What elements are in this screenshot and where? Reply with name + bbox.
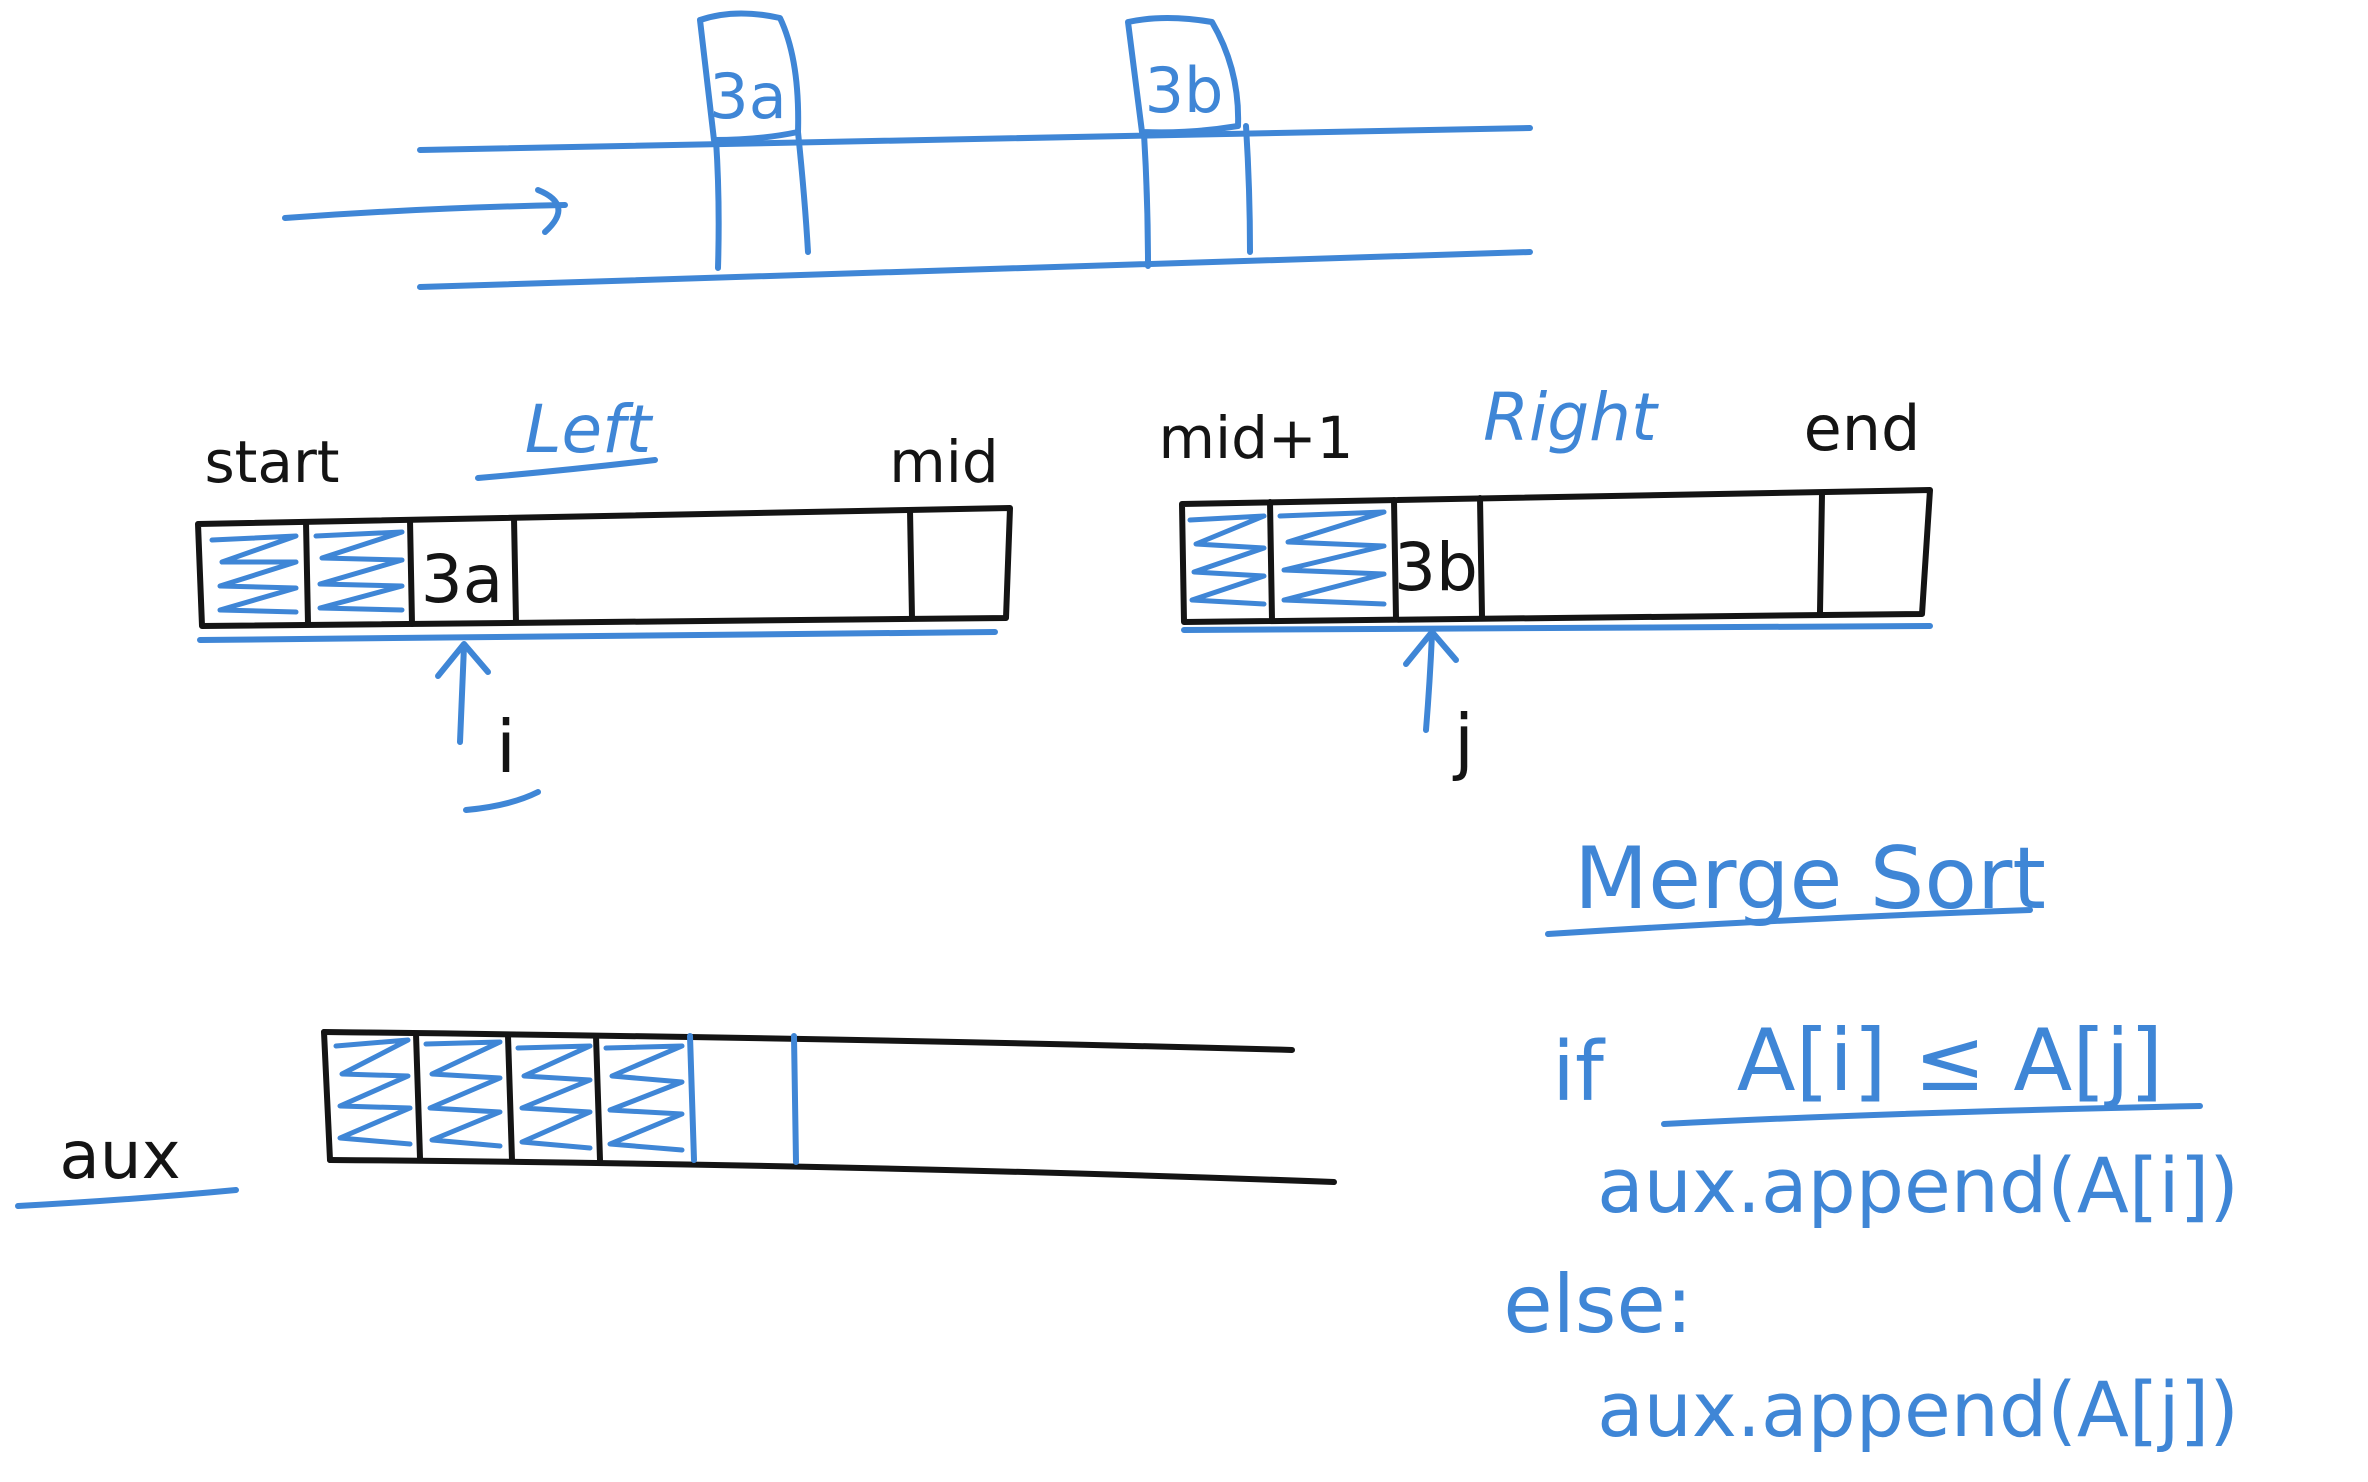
i-underline — [463, 789, 541, 813]
then-statement: aux.append(A[i]) — [1597, 1141, 2239, 1230]
box-3b-label: 3b — [1145, 54, 1224, 127]
box-3a-outline — [697, 10, 802, 143]
right-start-label: mid+1 — [1159, 404, 1354, 472]
box-3b-stem-right — [1243, 123, 1253, 255]
j-pointer-label: j — [1452, 699, 1474, 783]
aux-left-edge — [321, 1029, 333, 1163]
aux-divider-2 — [505, 1033, 515, 1163]
right-cell-3-value: 3b — [1394, 529, 1478, 606]
right-end-label: end — [1804, 392, 1921, 465]
left-cell-divider-4 — [907, 507, 915, 621]
stream-top-line — [417, 125, 1533, 153]
stream-arrowhead-icon — [535, 187, 562, 235]
else-statement: aux.append(A[j]) — [1597, 1365, 2239, 1454]
right-cell-divider-3 — [1477, 495, 1485, 619]
j-pointer-arrowhead-icon — [1403, 629, 1459, 667]
right-cell-divider-2 — [1391, 497, 1399, 621]
right-array: mid+1 Right end 3b j — [1159, 379, 1933, 783]
left-cell-1-hatch — [209, 533, 299, 615]
aux-cell-2-hatch — [423, 1039, 503, 1149]
right-cell-divider-4 — [1817, 491, 1825, 615]
left-title-underline — [475, 457, 658, 481]
left-array: start Left mid 3a i — [195, 391, 1013, 813]
left-end-label: mid — [889, 428, 998, 496]
right-cell-1-hatch — [1187, 513, 1267, 607]
left-array-underline — [197, 629, 998, 643]
right-title: Right — [1483, 379, 1659, 456]
aux-divider-3 — [593, 1033, 603, 1163]
left-cell-2-hatch — [313, 529, 405, 613]
i-pointer-arrowhead-icon — [435, 641, 491, 679]
j-pointer-arrow — [1423, 631, 1435, 733]
i-pointer-label: i — [496, 705, 516, 789]
left-array-outline — [195, 505, 1013, 629]
stream-arrow — [282, 202, 568, 221]
right-cell-divider-1 — [1267, 499, 1275, 623]
aux-bottom-line — [327, 1157, 1337, 1185]
aux-divider-1 — [413, 1031, 423, 1161]
pseudocode-title-underline — [1545, 907, 2033, 937]
if-keyword: if — [1552, 1025, 1606, 1120]
aux-label-underline — [15, 1187, 239, 1209]
right-cell-2-hatch — [1277, 509, 1387, 607]
box-3a-stem-right — [795, 129, 811, 255]
if-condition-underline — [1661, 1103, 2203, 1127]
left-cell-3-value: 3a — [421, 541, 503, 618]
left-start-label: start — [204, 428, 339, 496]
top-stream-diagram: 3a 3b — [282, 10, 1533, 290]
aux-top-line — [321, 1029, 1295, 1053]
i-pointer-arrow — [457, 643, 467, 745]
right-array-underline — [1181, 623, 1933, 633]
left-title: Left — [525, 391, 654, 468]
stream-bottom-line — [417, 249, 1533, 290]
box-3b-outline — [1125, 15, 1242, 136]
right-array-outline — [1179, 487, 1933, 625]
box-3a-label: 3a — [709, 60, 786, 133]
box-3b-stem-left — [1141, 131, 1151, 269]
if-condition: A[i] ≤ A[j] — [1737, 1011, 2163, 1111]
aux-divider-4 — [687, 1033, 697, 1163]
aux-label: aux — [59, 1117, 180, 1194]
aux-divider-5 — [791, 1033, 799, 1165]
pseudocode-block: Merge Sort if A[i] ≤ A[j] aux.append(A[i… — [1503, 829, 2239, 1454]
aux-cell-4-hatch — [603, 1043, 685, 1153]
aux-array: aux — [15, 1029, 1337, 1209]
left-cell-divider-3 — [511, 515, 519, 625]
else-keyword: else: — [1503, 1258, 1692, 1351]
aux-cell-1-hatch — [333, 1037, 413, 1147]
left-cell-divider-2 — [407, 517, 415, 627]
left-cell-divider-1 — [303, 519, 311, 627]
aux-cell-3-hatch — [515, 1043, 593, 1151]
box-3a-stem-left — [713, 137, 722, 271]
